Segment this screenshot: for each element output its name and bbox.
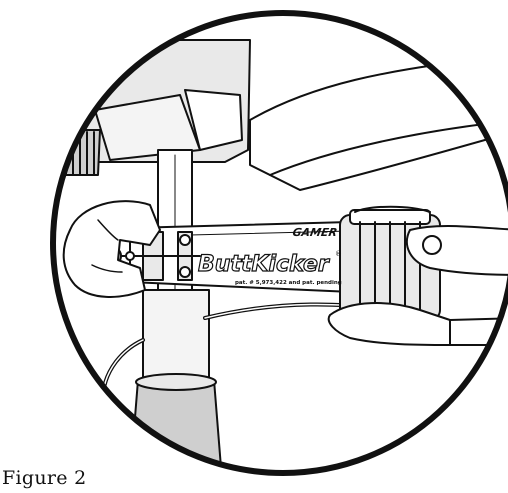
model-label: GAMER <box>291 226 338 239</box>
circular-frame <box>50 10 508 476</box>
chair-pole-lower <box>142 289 210 386</box>
seat-bracket <box>184 89 243 151</box>
product-label: GAMER ButtKicker ® pat. # 5,973,422 and … <box>197 226 342 286</box>
patent-text: pat. # 5,973,422 and pat. pending <box>235 280 342 286</box>
right-hand-lower <box>327 302 451 346</box>
chair-base-cylinder <box>129 379 223 473</box>
registered-mark: ® <box>335 250 342 258</box>
forearm-upper <box>249 59 508 191</box>
left-hand <box>62 200 161 298</box>
brand-logo: ButtKicker <box>198 252 330 277</box>
figure-caption: Figure 2 <box>2 467 87 489</box>
